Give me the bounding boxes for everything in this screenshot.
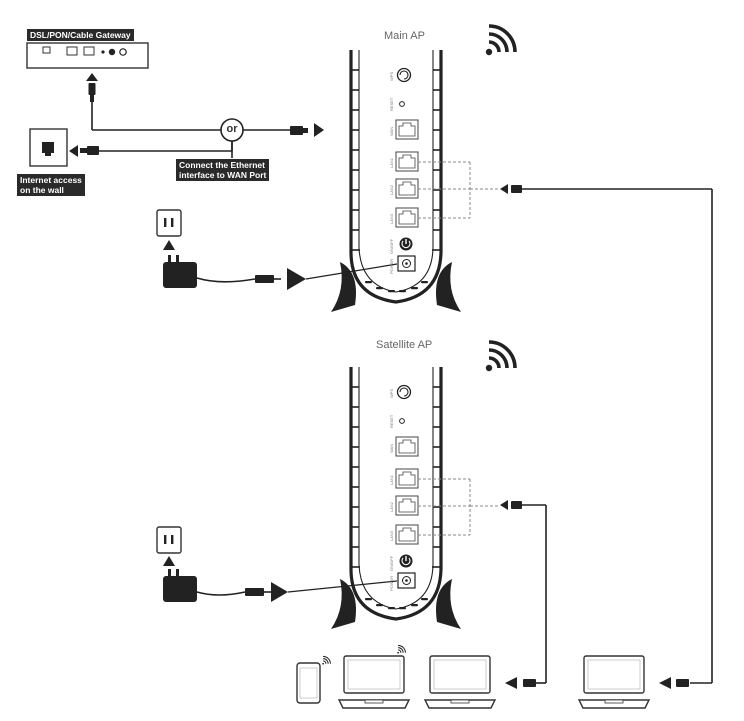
main-ap-router: [331, 50, 500, 312]
satellite-ap-router: [331, 367, 500, 629]
main-lan-cable: [500, 184, 713, 689]
or-label: or: [226, 123, 238, 135]
gateway-device: [26, 42, 149, 69]
connect-wan-note: Connect the Ethernet interface to WAN Po…: [176, 159, 270, 181]
port-label-lan1: LAN1: [389, 474, 394, 485]
port-label-lan3: LAN3: [389, 213, 394, 224]
wifi-icon: [483, 340, 517, 374]
wall-access-label: Internet access on the wall: [17, 174, 85, 196]
port-label-lan1: LAN1: [389, 157, 394, 168]
wifi-icon: [483, 24, 517, 57]
power-cable-main: [196, 263, 398, 290]
port-label-reset: RESET: [389, 414, 394, 428]
wall-cable: [69, 140, 233, 157]
port-label-reset: RESET: [389, 97, 394, 111]
power-adapter-icon: [163, 255, 197, 288]
phone-icon: [296, 655, 331, 704]
port-label-onoff: ON/OFF: [389, 555, 394, 571]
port-label-lan2: LAN2: [389, 501, 394, 512]
satellite-ap-title: Satellite AP: [376, 339, 433, 351]
laptop-icon: [578, 655, 650, 709]
port-label-lan3: LAN3: [389, 530, 394, 541]
port-label-wan: WAN: [389, 443, 394, 453]
port-label-wps: WPS: [389, 71, 394, 81]
power-cable-satellite: [196, 580, 398, 602]
port-label-wps: WPS: [389, 388, 394, 398]
port-label-wan: WAN: [389, 126, 394, 136]
power-adapter-icon: [163, 569, 197, 602]
satellite-lan-cable: [500, 500, 547, 689]
wall-ethernet-jack: [29, 128, 68, 167]
laptop-icon: [424, 655, 496, 709]
wall-outlet-icon: [156, 209, 182, 237]
port-label-power: POWER: [389, 575, 394, 591]
port-label-onoff: ON/OFF: [389, 238, 394, 254]
wall-outlet-icon: [156, 526, 182, 554]
main-ap-title: Main AP: [384, 30, 425, 42]
gateway-cable: [86, 73, 221, 131]
gateway-label: DSL/PON/Cable Gateway: [27, 29, 134, 41]
port-label-lan2: LAN2: [389, 184, 394, 195]
wan-cable: [231, 123, 324, 158]
laptop-icon: [338, 644, 410, 709]
port-label-power: POWER: [389, 258, 394, 274]
